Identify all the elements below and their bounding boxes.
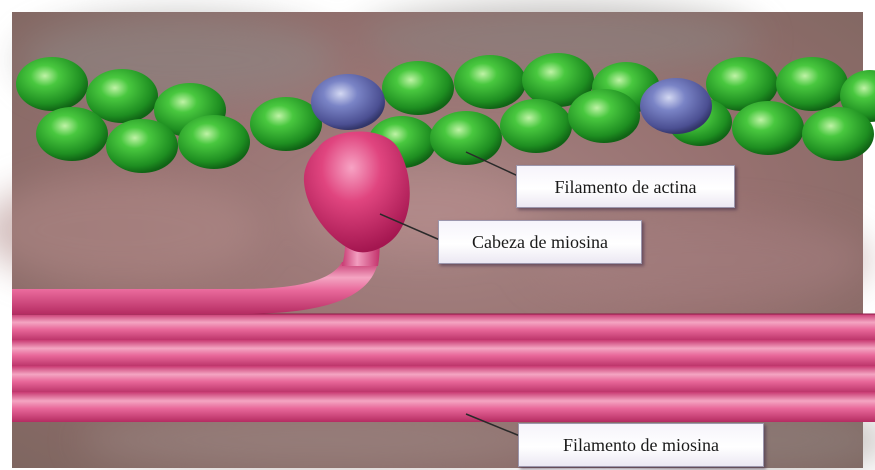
actin-subunit [732, 101, 804, 155]
actin-subunit [250, 97, 322, 151]
actin-subunit [106, 119, 178, 173]
actin-subunit [16, 57, 88, 111]
actin-subunit [776, 57, 848, 111]
myosin-filament-label: Filamento de miosina [518, 423, 764, 467]
actin-filament-label: Filamento de actina [516, 165, 735, 208]
actin-subunit [500, 99, 572, 153]
myosin-filament [12, 314, 875, 422]
actin-subunit [802, 107, 874, 161]
actin-subunit [382, 61, 454, 115]
actin-subunit [568, 89, 640, 143]
actin-subunit [178, 115, 250, 169]
troponin-node [311, 74, 385, 130]
actin-subunit [454, 55, 526, 109]
actin-subunit [36, 107, 108, 161]
actin-subunit [430, 111, 502, 165]
myosin-head-label: Cabeza de miosina [438, 220, 642, 264]
troponin-node [640, 78, 712, 134]
